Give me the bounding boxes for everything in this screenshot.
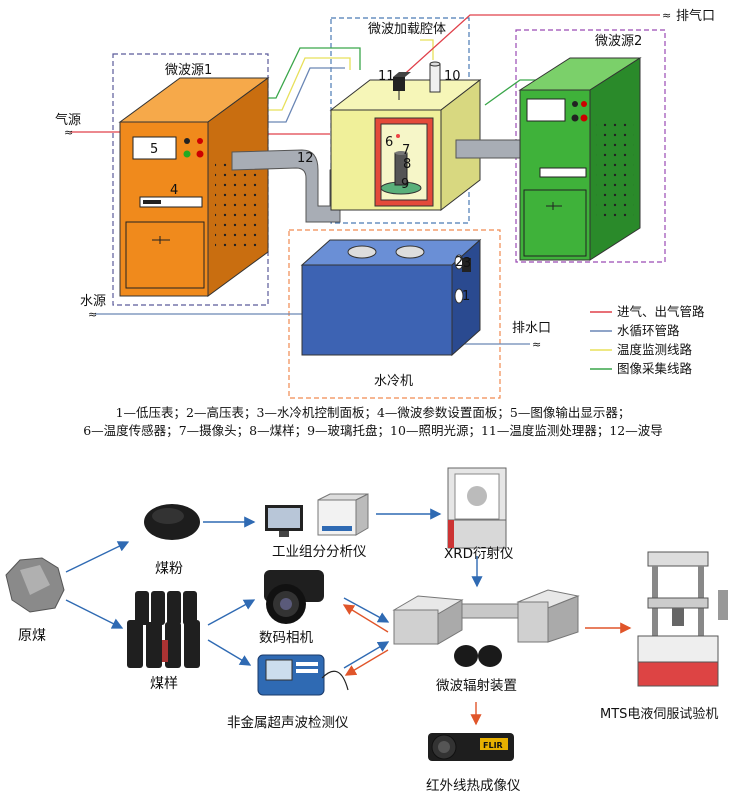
gas-outlet-label: 排气口 — [676, 8, 715, 24]
microwave-device-label: 微波辐射装置 — [436, 678, 517, 694]
label-5: 5 — [150, 142, 158, 157]
proximate-analyzer-label: 工业组分分析仪 — [272, 544, 367, 560]
label-12: 12 — [297, 151, 314, 166]
legend-temp: 温度监测线路 — [617, 342, 693, 357]
label-4: 4 — [170, 183, 178, 198]
ultrasonic-label: 非金属超声波检测仪 — [227, 715, 349, 731]
label-3: 3 — [463, 256, 471, 271]
cavity-label: 微波加载腔体 — [368, 22, 446, 37]
proximate-analyzer-image — [265, 493, 369, 537]
label-11: 11 — [378, 69, 395, 84]
xrd-image — [447, 467, 507, 549]
camera-label: 数码相机 — [259, 630, 313, 646]
raw-coal-label: 原煤 — [18, 628, 46, 644]
water-outlet-label: 排水口 — [512, 321, 551, 336]
legend: 进气、出气管路 水循环管路 温度监测线路 图像采集线路 — [590, 304, 705, 376]
label-6: 6 — [385, 135, 393, 150]
mts-machine-image — [637, 551, 728, 687]
gas-source-label: 气源 — [55, 112, 81, 128]
legend-water: 水循环管路 — [617, 323, 680, 338]
microwave-device-image — [392, 589, 580, 667]
raw-coal-image — [5, 557, 65, 613]
label-7: 7 — [402, 143, 410, 158]
xrd-label: XRD衍射仪 — [444, 546, 514, 562]
digital-camera-image — [264, 570, 324, 624]
caption-line-2: 6—温度传感器；7—摄像头；8—煤样；9—玻璃托盘；10—照明光源；11—温度监… — [83, 423, 663, 438]
svg-text:≈: ≈ — [88, 308, 97, 321]
svg-text:≈: ≈ — [532, 338, 541, 351]
source2-label: 微波源2 — [595, 34, 642, 49]
water-source-label: 水源 — [80, 294, 106, 309]
infrared-camera-image: FLIR — [428, 733, 514, 761]
coal-sample-label: 煤样 — [150, 676, 178, 692]
waveguide-2 — [455, 139, 521, 159]
label-2: 2 — [455, 255, 463, 270]
label-1: 1 — [462, 289, 470, 304]
flir-logo: FLIR — [483, 741, 503, 750]
infrared-label: 红外线热成像仪 — [426, 778, 521, 794]
microwave-cavity — [329, 61, 482, 212]
svg-text:≈: ≈ — [662, 9, 671, 22]
mts-label: MTS电液伺服试验机 — [600, 706, 718, 722]
chiller-label: 水冷机 — [374, 374, 413, 389]
microwave-source-2 — [518, 57, 642, 261]
coal-powder-label: 煤粉 — [155, 561, 183, 577]
flow-arrows — [65, 508, 632, 726]
label-9: 9 — [401, 177, 409, 192]
water-chiller — [300, 238, 482, 357]
legend-image: 图像采集线路 — [617, 361, 693, 376]
coal-samples-image — [127, 591, 200, 668]
caption-line-1: 1—低压表；2—高压表；3—水冷机控制面板；4—微波参数设置面板；5—图像输出显… — [115, 405, 631, 420]
signal-lines — [262, 39, 545, 135]
ultrasonic-detector-image — [257, 654, 349, 696]
label-8: 8 — [403, 157, 411, 172]
svg-text:≈: ≈ — [64, 126, 73, 139]
source2-group-box — [515, 29, 666, 263]
coal-powder-image — [144, 504, 200, 540]
source1-label: 微波源1 — [165, 63, 212, 78]
label-10: 10 — [444, 69, 461, 84]
microwave-source-1 — [118, 77, 270, 297]
legend-gas: 进气、出气管路 — [617, 304, 705, 319]
